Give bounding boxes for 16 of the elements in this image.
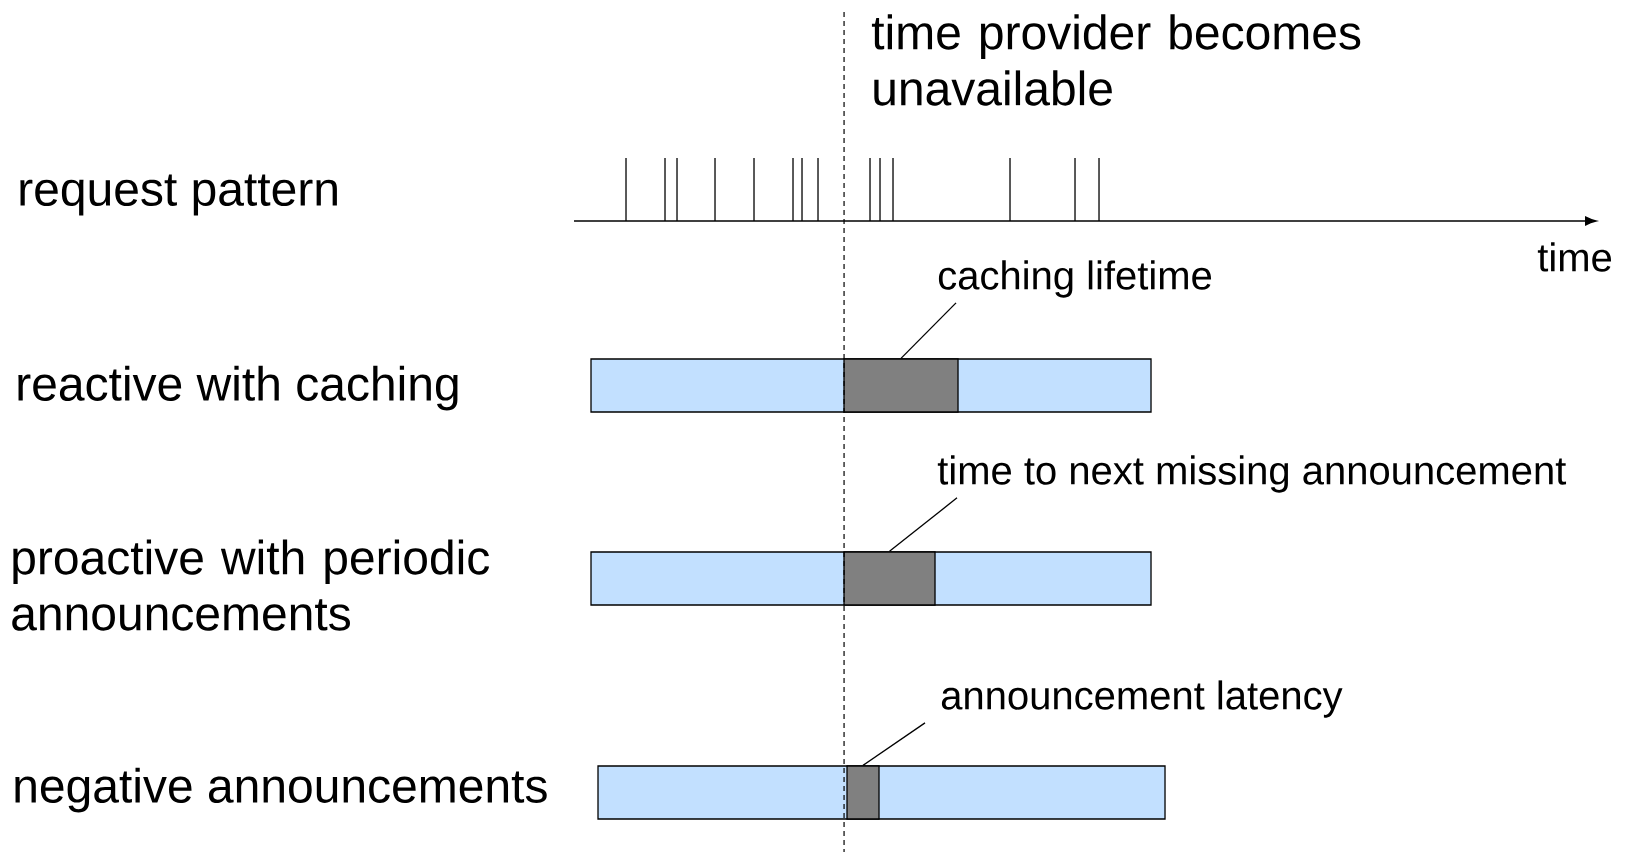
row-label: negative announcements xyxy=(15,767,547,813)
annotation-text: time provider becomes unavailable xyxy=(871,14,1361,106)
annotation-text: caching lifetime xyxy=(938,260,1212,298)
axis-label: time xyxy=(1537,242,1612,272)
annotation-text: announcement latency xyxy=(941,680,1343,718)
leader-line xyxy=(862,722,926,766)
leader-line xyxy=(888,497,958,552)
interval-segment xyxy=(846,765,880,820)
annotation-text: time to next missing announcement xyxy=(937,455,1567,493)
row-label: request pattern xyxy=(20,174,337,216)
row-label: reactive with caching xyxy=(18,365,458,411)
interval-segment xyxy=(843,358,959,413)
interval-segment xyxy=(843,551,936,606)
timeline-bar xyxy=(597,765,1166,820)
leader-line xyxy=(900,302,957,359)
row-label: proactive with periodic announcements xyxy=(12,539,490,631)
